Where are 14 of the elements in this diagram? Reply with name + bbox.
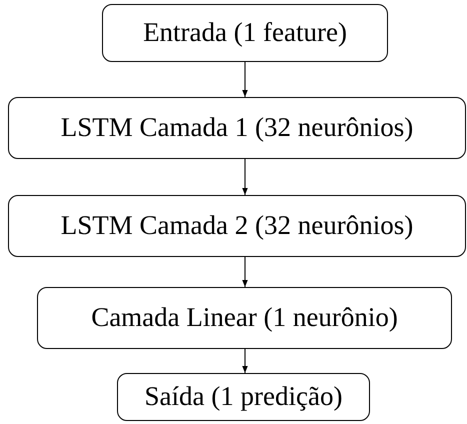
process-box	[117, 373, 370, 421]
process-box	[37, 287, 452, 349]
arrow	[242, 348, 248, 374]
process-box	[102, 4, 388, 62]
box-label: LSTM Camada 1 (32 neurônios)	[60, 111, 414, 144]
box-label: Saída (1 predição)	[144, 380, 342, 414]
box-label: Camada Linear (1 neurônio)	[91, 301, 398, 334]
box-label: Entrada (1 feature)	[143, 16, 347, 50]
process-box	[8, 195, 466, 257]
arrow	[242, 62, 248, 98]
arrow	[242, 256, 248, 288]
box-label: LSTM Camada 2 (32 neurônios)	[60, 209, 414, 242]
process-box	[8, 97, 466, 159]
arrow	[242, 158, 248, 196]
